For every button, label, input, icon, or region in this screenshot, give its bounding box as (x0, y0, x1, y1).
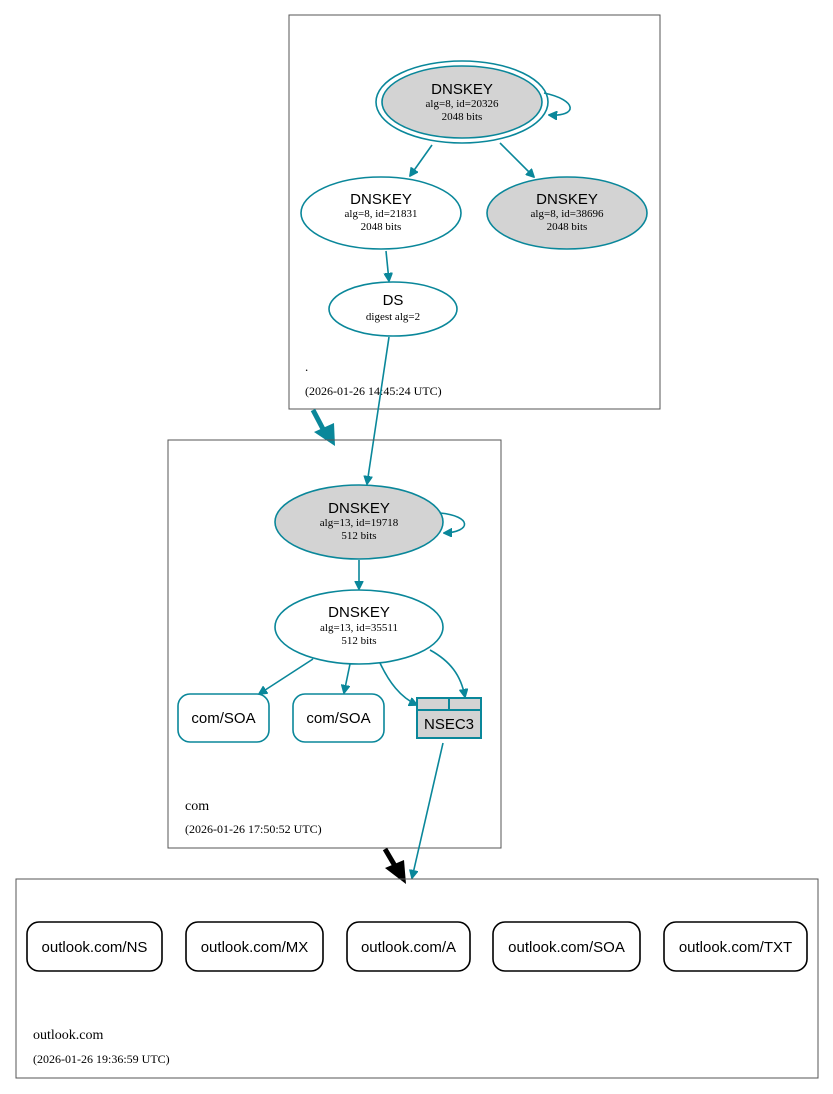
edge-ds-com-ksk (367, 336, 390, 484)
com-zsk-alg: alg=13, id=35511 (320, 622, 398, 634)
com-ksk-bits: 512 bits (341, 530, 376, 542)
edge-com-zsk-nsec3-b (429, 649, 465, 697)
root-zsk1-bits: 2048 bits (361, 221, 402, 233)
root-zsk1-node[interactable]: DNSKEY alg=8, id=21831 2048 bits (300, 176, 462, 250)
root-ds-node[interactable]: DS digest alg=2 (328, 281, 458, 337)
root-ds-digest: digest alg=2 (366, 311, 420, 323)
outlook-soa-node[interactable]: outlook.com/SOA (492, 921, 641, 972)
com-ksk-alg: alg=13, id=19718 (320, 517, 399, 529)
outlook-ns-label: outlook.com/NS (42, 939, 148, 956)
outlook-ns-node[interactable]: outlook.com/NS (26, 921, 163, 972)
edge-com-zsk-soa1 (259, 658, 314, 694)
edge-root-zsk1-ds (386, 250, 389, 281)
com-soa-label-2: com/SOA (306, 710, 370, 727)
zone-com: com (2026-01-26 17:50:52 UTC) (167, 439, 502, 849)
zone-outlook-box (15, 878, 819, 1079)
outlook-mx-node[interactable]: outlook.com/MX (185, 921, 324, 972)
outlook-txt-node[interactable]: outlook.com/TXT (663, 921, 808, 972)
root-zsk2-node[interactable]: DNSKEY alg=8, id=38696 2048 bits (486, 176, 648, 250)
edge-root-ksk-zsk1 (410, 144, 433, 176)
edge-com-ksk-self (439, 512, 466, 533)
com-nsec3-label: NSEC3 (424, 716, 474, 733)
zone-root: . (2026-01-26 14:45:24 UTC) (288, 14, 661, 410)
com-soa-label-1: com/SOA (191, 710, 255, 727)
delegation-arrow-root-com (310, 408, 335, 446)
zone-com-box (167, 439, 502, 849)
com-zsk-node[interactable]: DNSKEY alg=13, id=35511 512 bits (274, 589, 444, 665)
com-edges (259, 512, 466, 878)
edge-com-zsk-nsec3-a (379, 662, 417, 705)
root-ksk-title: DNSKEY (431, 81, 493, 98)
edge-root-ksk-zsk2 (499, 142, 534, 177)
delegation-arrow-com-outlook (382, 847, 406, 884)
outlook-soa-label: outlook.com/SOA (508, 939, 625, 956)
outlook-a-label: outlook.com/A (361, 939, 456, 956)
zone-com-name: com (185, 799, 209, 814)
edge-root-ksk-self (543, 92, 571, 115)
zone-outlook-timestamp: (2026-01-26 19:36:59 UTC) (33, 1052, 170, 1066)
zone-outlook-name: outlook.com (33, 1028, 103, 1043)
com-soa-node-1[interactable]: com/SOA (177, 693, 270, 743)
com-zsk-title: DNSKEY (328, 604, 390, 621)
root-zsk1-alg: alg=8, id=21831 (345, 208, 418, 220)
edge-nsec3-outlook (412, 742, 444, 878)
com-nsec3-node[interactable]: NSEC3 (416, 697, 482, 739)
com-zsk-bits: 512 bits (341, 635, 376, 647)
com-ksk-title: DNSKEY (328, 500, 390, 517)
zone-outlook: outlook.com (2026-01-26 19:36:59 UTC) (15, 878, 819, 1079)
zone-com-timestamp: (2026-01-26 17:50:52 UTC) (185, 822, 322, 836)
com-soa-node-2[interactable]: com/SOA (292, 693, 385, 743)
root-zsk2-bits: 2048 bits (547, 221, 588, 233)
root-edges (367, 92, 571, 484)
edge-com-zsk-soa2 (344, 663, 351, 693)
root-ksk-bits: 2048 bits (442, 111, 483, 123)
root-zsk2-alg: alg=8, id=38696 (531, 208, 604, 220)
outlook-a-node[interactable]: outlook.com/A (346, 921, 471, 972)
outlook-mx-label: outlook.com/MX (201, 939, 309, 956)
root-ksk-node[interactable]: DNSKEY alg=8, id=20326 2048 bits (375, 60, 549, 144)
root-zsk2-title: DNSKEY (536, 191, 598, 208)
root-ksk-alg: alg=8, id=20326 (426, 98, 499, 110)
com-ksk-node[interactable]: DNSKEY alg=13, id=19718 512 bits (274, 484, 444, 560)
root-ds-title: DS (383, 292, 404, 309)
zone-root-timestamp: (2026-01-26 14:45:24 UTC) (305, 384, 442, 398)
outlook-txt-label: outlook.com/TXT (679, 939, 792, 956)
zone-root-name: . (305, 359, 308, 374)
root-zsk1-title: DNSKEY (350, 191, 412, 208)
zone-root-box (288, 14, 661, 410)
